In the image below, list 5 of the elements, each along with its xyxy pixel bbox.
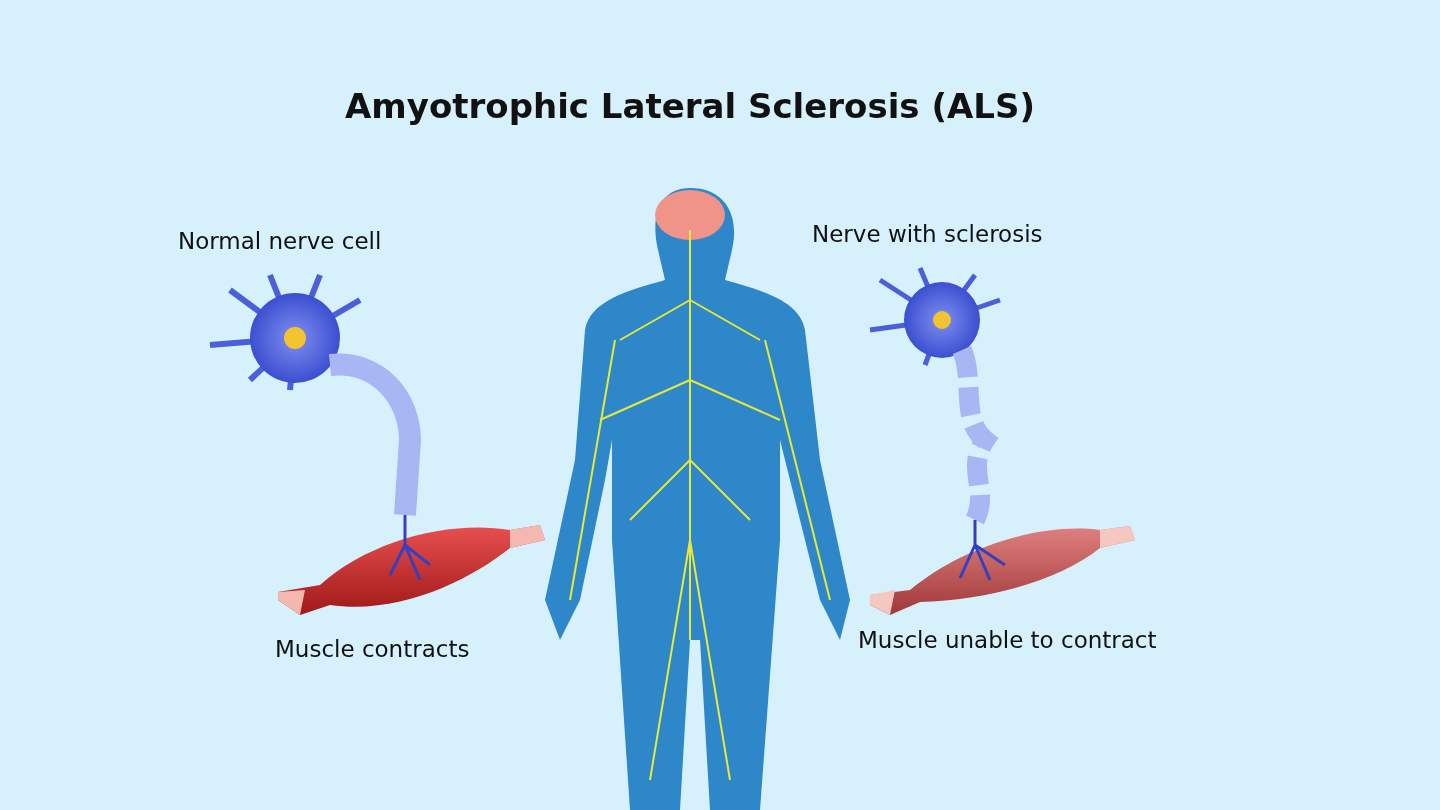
diagram-title: Amyotrophic Lateral Sclerosis (ALS) [345,86,1035,126]
caption-label: Muscle contracts [275,636,470,662]
caption-label: Normal nerve cell [178,228,382,254]
caption-label: Muscle unable to contract [858,627,1157,653]
caption-label: Nerve with sclerosis [812,221,1043,247]
